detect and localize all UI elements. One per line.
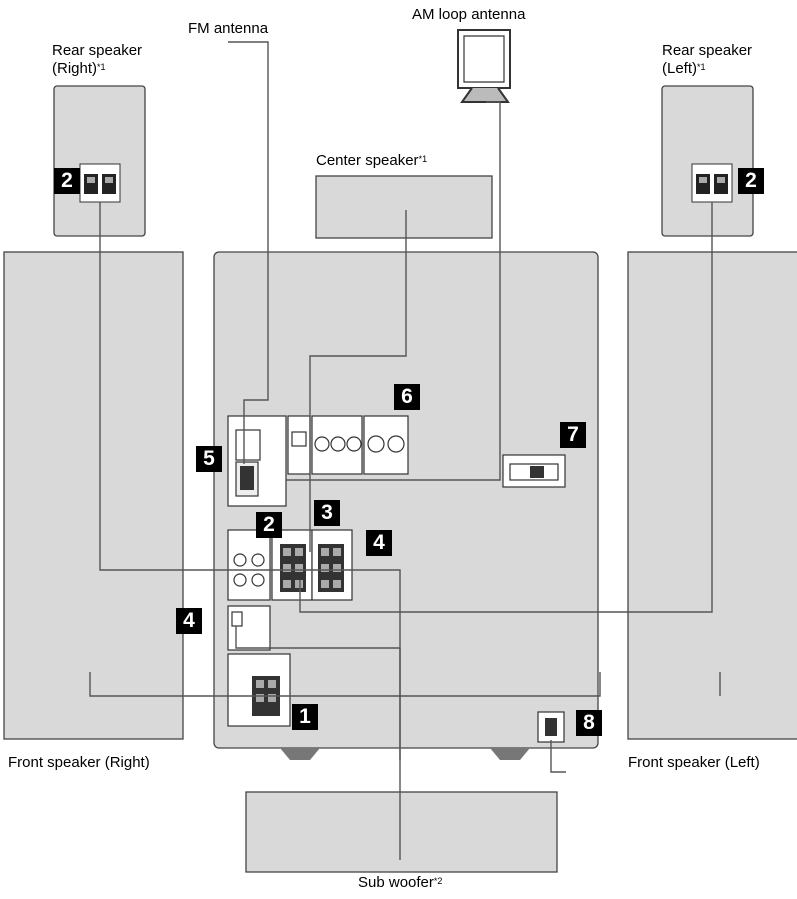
am-antenna-graphic xyxy=(457,29,511,103)
sub-woofer-out-panel xyxy=(227,605,271,651)
rear-speaker-left-label-line2: (Left)*1 xyxy=(662,60,752,78)
footnote-2-sub-woofer: *2 xyxy=(433,876,443,886)
main-unit-foot-left xyxy=(280,748,320,760)
badge-1: 1 xyxy=(292,704,318,730)
badge-8: 8 xyxy=(576,710,602,736)
front-speaker-left-label: Front speaker (Left) xyxy=(628,754,760,771)
footnote-1-center: *1 xyxy=(418,154,428,164)
badge-6: 6 xyxy=(394,384,420,410)
am-antenna-label: AM loop antenna xyxy=(412,6,526,23)
rear-speaker-left-label-line1: Rear speaker xyxy=(662,42,753,59)
rca-jack-panel xyxy=(311,415,363,475)
cables xyxy=(89,41,721,860)
rear-speaker-right-label-line1: Rear speaker xyxy=(52,42,143,59)
badge-2-rear-left: 2 xyxy=(738,168,764,194)
badge-7: 7 xyxy=(560,422,586,448)
rear-speaker-right-label-line2: (Right)*1 xyxy=(52,60,142,78)
badge-2-unit: 2 xyxy=(256,512,282,538)
rear-speaker-right-label: Rear speaker (Right)*1 xyxy=(52,42,142,78)
audio-out-panel xyxy=(227,529,271,601)
optical-panel xyxy=(287,415,311,475)
center-speaker-label: Center speaker*1 xyxy=(316,152,427,170)
sub-woofer-text: Sub woofer xyxy=(358,874,434,891)
fm-antenna-label: FM antenna xyxy=(188,20,269,37)
rear-speaker-left-label: Rear speaker (Left)*1 xyxy=(662,42,752,78)
front-speaker-right-label: Front speaker (Right) xyxy=(8,754,150,771)
badge-4-sub-out: 4 xyxy=(176,608,202,634)
rear-right-terminal xyxy=(79,163,121,203)
badge-2-rear-right: 2 xyxy=(54,168,80,194)
main-unit-foot-right xyxy=(490,748,530,760)
rear-left-side: (Left) xyxy=(662,60,698,77)
rear-right-side: (Right) xyxy=(52,60,98,77)
badge-3: 3 xyxy=(314,500,340,526)
center-speaker-text: Center speaker xyxy=(316,152,419,169)
badge-4-speaker: 4 xyxy=(366,530,392,556)
rear-left-terminal xyxy=(691,163,733,203)
footnote-1-rear-left: *1 xyxy=(697,62,706,72)
rear-speaker-left-box xyxy=(661,85,754,237)
sub-woofer-box xyxy=(245,791,558,873)
center-speaker-box xyxy=(315,175,493,239)
footnote-1-rear-right: *1 xyxy=(97,62,106,72)
video-jack-panel xyxy=(363,415,409,475)
front-speaker-right-box xyxy=(3,251,184,740)
sub-woofer-label: Sub woofer*2 xyxy=(358,874,442,892)
badge-5: 5 xyxy=(196,446,222,472)
